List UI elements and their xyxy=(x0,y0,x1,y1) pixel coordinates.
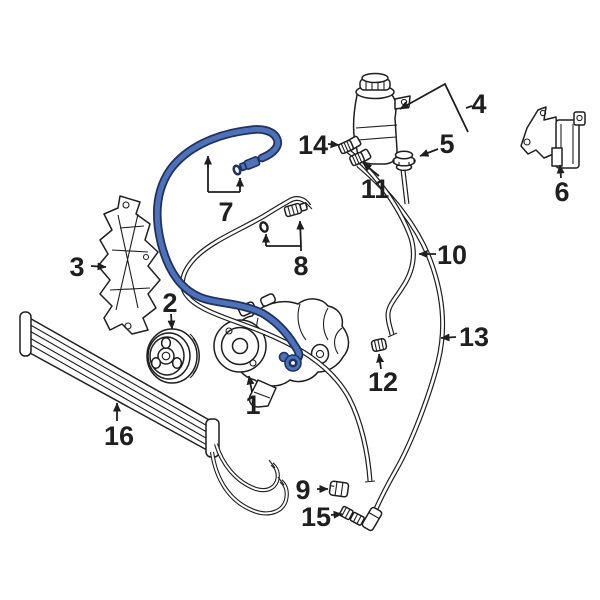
clamp-12-drawing xyxy=(370,337,388,353)
callout-13-label: 13 xyxy=(459,322,489,352)
callout-12-label: 12 xyxy=(368,367,398,397)
reservoir-cap-dipstick-drawing xyxy=(392,150,416,205)
hose-10-drawing xyxy=(345,148,416,338)
pulley-drawing xyxy=(146,328,200,384)
callout-9-label: 9 xyxy=(295,475,310,505)
callout-7-label: 7 xyxy=(218,197,233,227)
callout-14-leader xyxy=(327,140,340,149)
callout-1-leader xyxy=(246,375,255,393)
o-ring-8-drawing xyxy=(259,221,269,233)
hose-13-drawing xyxy=(356,163,446,532)
callout-14-label: 14 xyxy=(298,130,328,160)
clip-9-drawing xyxy=(328,480,350,498)
power-steering-pump-drawing xyxy=(213,293,350,408)
oil-cooler-drawing xyxy=(19,311,289,516)
callout-8-bracket xyxy=(266,245,302,251)
callout-4-label: 4 xyxy=(471,89,486,119)
mounting-bracket-left-drawing xyxy=(97,195,161,335)
callout-5-label: 5 xyxy=(439,129,454,159)
callout-5-leader xyxy=(419,148,439,157)
fitting-11-drawing xyxy=(349,151,365,167)
mounting-bracket-right-drawing xyxy=(520,106,586,169)
callout-13-leader xyxy=(440,333,457,342)
callout-2-leader xyxy=(167,313,176,330)
callout-10-label: 10 xyxy=(437,240,467,270)
callout-1-label: 1 xyxy=(245,390,260,420)
callout-6-leader xyxy=(556,164,565,179)
callout-8-arrow-right xyxy=(296,220,305,247)
callout-4-leader xyxy=(399,82,469,133)
connector-15-drawing xyxy=(338,505,365,526)
callout-6-label: 6 xyxy=(554,177,569,207)
o-ring-7-drawing xyxy=(232,164,242,176)
reservoir-drawing xyxy=(342,72,411,166)
callout-3-label: 3 xyxy=(69,252,84,282)
hose-end-fitting-blue xyxy=(239,156,261,172)
callouts: 1 2 3 4 5 6 7 8 9 10 11 12 13 14 15 16 xyxy=(69,82,570,532)
callout-11-label: 11 xyxy=(361,174,390,204)
callout-12-leader xyxy=(376,353,385,370)
callout-15-leader xyxy=(330,510,343,519)
callout-15-label: 15 xyxy=(301,502,331,532)
callout-4-tick xyxy=(465,105,473,109)
callout-2-label: 2 xyxy=(162,288,177,318)
callout-16-label: 16 xyxy=(104,421,134,451)
fitting-14-drawing xyxy=(338,139,354,155)
fitting-8-drawing xyxy=(283,202,308,218)
callout-11-leader xyxy=(362,162,380,177)
callout-3-leader xyxy=(90,262,107,271)
banjo-fitting-blue xyxy=(278,351,302,372)
callout-8-label: 8 xyxy=(293,251,308,281)
highlighted-pressure-hose-drawing xyxy=(153,125,304,372)
